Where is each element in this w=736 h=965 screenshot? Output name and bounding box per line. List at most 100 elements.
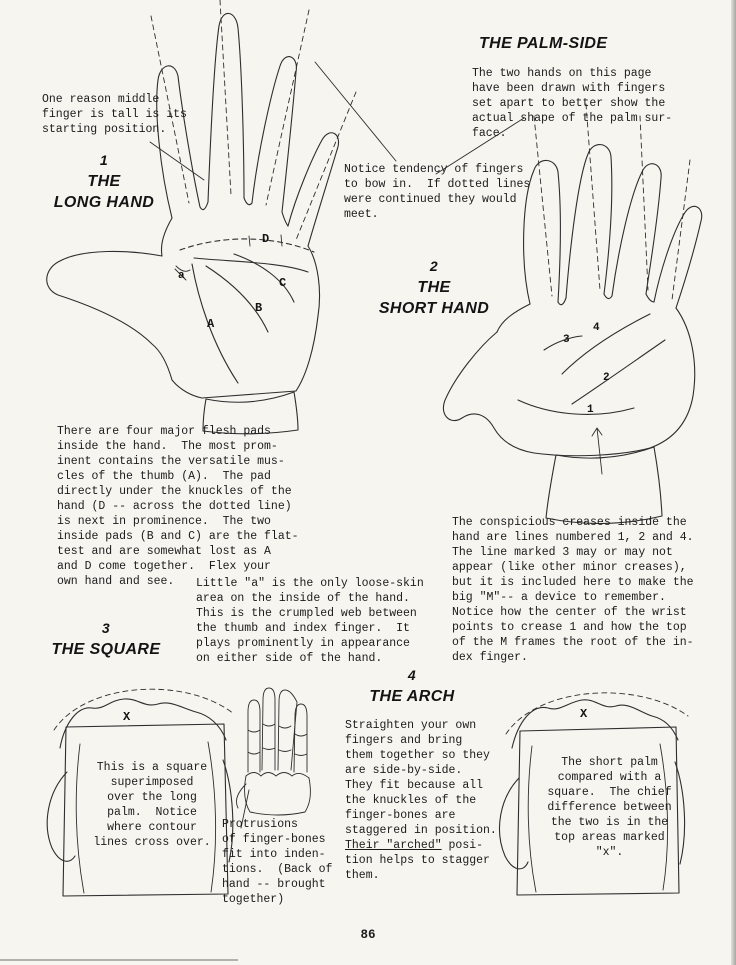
square-outline-left	[62, 723, 229, 897]
web-a-detail	[174, 265, 191, 281]
paragraph-creases: The conspicious creases inside the hand …	[452, 516, 694, 664]
arch-text-post: posi- tion helps to stagger them.	[345, 839, 490, 882]
leader-lines	[149, 61, 525, 829]
section-4-title: THE ARCH	[369, 688, 455, 705]
finger-webs	[199, 197, 289, 227]
scan-edge-bottom	[0, 959, 238, 961]
forearm	[202, 391, 299, 435]
square-outline-right	[516, 726, 680, 896]
thumb-bulge-right	[499, 777, 529, 870]
page-number: 86	[360, 928, 376, 942]
dashed-axis-little	[295, 91, 357, 241]
dashed-arc-right	[505, 692, 689, 735]
bone-finger-2	[261, 687, 276, 771]
knuckle-row	[245, 772, 310, 779]
finger-bones-drawing	[235, 687, 311, 816]
little-finger-short	[653, 205, 703, 309]
bone-finger-1	[247, 699, 261, 773]
knuckle-contour-left	[59, 698, 227, 749]
dashed-axis-index	[150, 15, 190, 204]
wrist-top	[201, 390, 297, 399]
index-finger	[156, 65, 201, 219]
label-pad-c: C	[279, 276, 287, 290]
scan-edge-right	[731, 0, 736, 965]
middle-finger	[207, 12, 245, 203]
label-pad-b: B	[255, 301, 263, 315]
section-3-number: 3	[101, 620, 111, 636]
arch-text-pre: Straighten your own fingers and bring th…	[345, 719, 497, 837]
leader-middle-finger-note	[149, 141, 205, 181]
short-hand-drawing	[442, 103, 703, 525]
inner-contours-left	[75, 741, 217, 894]
paragraph-arch: Straighten your own fingers and bring th…	[345, 718, 510, 883]
crease-2-line	[571, 339, 666, 405]
ring-finger	[251, 56, 297, 213]
leader-protrusions	[240, 789, 250, 829]
note-bow-in: Notice tendency of fingers to bow in. If…	[344, 163, 531, 221]
label-crease-3: 3	[563, 334, 570, 346]
paragraph-protrusions: Protrusions of finger-bones fit into ind…	[222, 818, 333, 906]
upper-palm-crease	[193, 257, 309, 273]
label-web-a: a	[178, 270, 185, 282]
section-1-line2: LONG HAND	[53, 194, 155, 211]
palm-right-edge	[295, 245, 321, 392]
label-x-left: X	[123, 710, 131, 724]
palm-left-edge	[160, 217, 173, 257]
ring-finger-short	[611, 163, 662, 297]
label-crease-4: 4	[593, 322, 600, 334]
palm-bottom-short	[533, 447, 651, 457]
paragraph-little-a: Little "a" is the only loose-skin area o…	[196, 577, 424, 665]
section-2-number: 2	[429, 258, 439, 274]
palm-side-intro: The two hands on this page have been dra…	[472, 67, 673, 140]
dashed-axis-little-short	[671, 159, 691, 301]
dashed-axis-middle	[219, 0, 232, 196]
crease-1-line	[517, 399, 635, 415]
label-x-right: X	[580, 707, 588, 721]
label-pad-d: D	[262, 232, 270, 246]
paragraph-flesh-pads: There are four major flesh pads inside t…	[57, 425, 299, 588]
index-finger-short	[523, 159, 561, 305]
finger-webs-short	[557, 293, 655, 306]
crease-d-ticks	[248, 234, 283, 247]
right-contour-right	[674, 761, 686, 865]
dashed-axis-ring-short	[639, 115, 649, 291]
label-crease-2: 2	[603, 372, 610, 384]
section-2-line2: SHORT HAND	[378, 300, 490, 317]
dashed-axis-ring	[265, 9, 310, 206]
hand-back	[235, 775, 311, 816]
thumb-short	[442, 331, 535, 454]
section-1-number: 1	[99, 152, 109, 168]
section-1-line1: THE	[87, 173, 121, 190]
note-middle-finger: One reason middle finger is tall is its …	[42, 93, 187, 136]
thumb-bulge-left	[46, 771, 76, 862]
crease-3-line	[543, 335, 583, 351]
dashed-axis-middle-short	[585, 103, 601, 291]
life-line	[191, 263, 239, 384]
thumb	[46, 250, 203, 399]
paragraph-short-palm: The short palm compared with a square. T…	[547, 756, 672, 859]
crease-d-dashed-line	[179, 238, 315, 253]
little-finger	[287, 132, 339, 247]
label-crease-1: 1	[587, 404, 594, 416]
palm-right-edge-short	[649, 307, 696, 449]
dashed-arc-left	[53, 688, 235, 731]
section-3-heading: 3 THE SQUARE	[36, 618, 176, 660]
section-4-heading: 4 THE ARCH	[347, 665, 477, 707]
palm-left-edge-short	[496, 303, 531, 333]
leader-bow-in-left	[314, 61, 397, 162]
crease-c-line	[233, 253, 295, 303]
right-contour-left	[222, 759, 234, 863]
dashed-axis-index-short	[533, 115, 553, 297]
crease-b-line	[205, 265, 269, 333]
section-3-title: THE SQUARE	[51, 641, 161, 658]
knuckle-contour-right	[511, 699, 679, 749]
paragraph-square-note: This is a square superimposed over the l…	[93, 761, 211, 849]
section-4-number: 4	[407, 667, 417, 683]
bone-finger-4	[293, 703, 308, 773]
square-over-long-palm-drawing	[46, 688, 235, 897]
label-pad-a: A	[207, 317, 215, 331]
palm-side-title: THE PALM-SIDE	[479, 35, 608, 52]
leader-bow-in-right	[435, 117, 525, 175]
section-2-line1: THE	[417, 279, 451, 296]
